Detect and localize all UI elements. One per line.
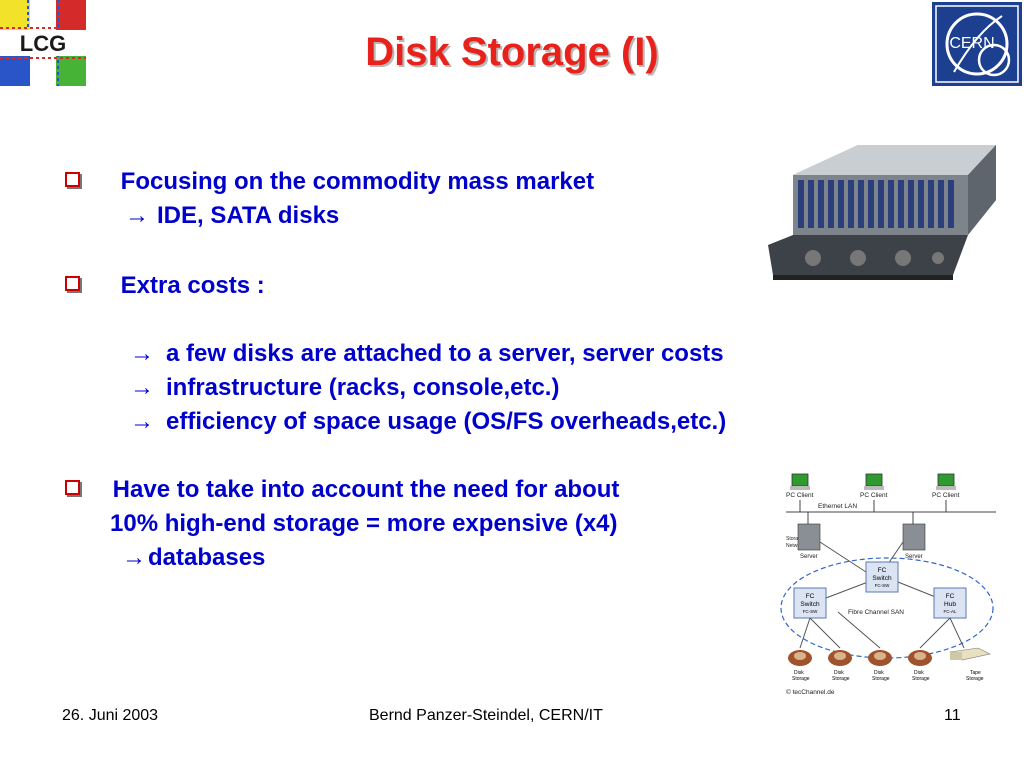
svg-text:Switch: Switch	[800, 601, 820, 608]
svg-text:PC Client: PC Client	[860, 492, 888, 499]
bullet-text: Focusing on the commodity mass market	[120, 168, 595, 195]
disk-storage-icon	[868, 650, 892, 666]
sub-bullet: →a few disks are attached to a server, s…	[130, 340, 724, 367]
checkbox-bullet-icon	[65, 480, 80, 495]
bullet-text: Have to take into account the need for a…	[112, 476, 620, 503]
svg-text:FC: FC	[946, 593, 955, 600]
svg-text:Disk: Disk	[794, 670, 804, 676]
checkbox-bullet-icon	[65, 276, 80, 291]
svg-text:Disk: Disk	[834, 670, 844, 676]
svg-text:Storage: Storage	[872, 676, 890, 682]
svg-text:Switch: Switch	[872, 575, 892, 582]
bullet-3: Have to take into account the need for a…	[65, 476, 619, 504]
disk-storage-icon	[828, 650, 852, 666]
checkbox-bullet-icon	[65, 172, 80, 187]
footer-page-number: 11	[944, 707, 961, 724]
disk-storage-icon	[788, 650, 812, 666]
sub-bullet: →efficiency of space usage (OS/FS overhe…	[130, 408, 727, 435]
arrow-icon: →	[130, 408, 154, 435]
arrow-icon: →	[130, 374, 154, 401]
tape-storage-icon	[949, 647, 991, 661]
sub-bullet: →IDE, SATA disks	[125, 202, 340, 229]
footer-author: Bernd Panzer-Steindel, CERN/IT	[369, 707, 603, 724]
bullet-continuation: 10% high-end storage = more expensive (x…	[110, 510, 618, 537]
svg-text:FC-SW: FC-SW	[875, 583, 890, 588]
disk-server-image	[768, 140, 998, 282]
lcg-logo: LCG	[0, 0, 86, 86]
bullet-1: Focusing on the commodity mass market	[65, 168, 594, 196]
svg-text:Fibre Channel SAN: Fibre Channel SAN	[848, 609, 904, 616]
svg-text:LCG: LCG	[20, 31, 66, 56]
svg-text:PC Client: PC Client	[786, 492, 814, 499]
svg-text:© tecChannel.de: © tecChannel.de	[786, 688, 835, 696]
server-icon	[902, 523, 926, 551]
server-icon	[797, 523, 821, 551]
sub-bullet: →infrastructure (racks, console,etc.)	[130, 374, 560, 401]
svg-text:FC-SW: FC-SW	[803, 609, 818, 614]
sub-bullet: →databases	[122, 544, 266, 571]
pc-client-icon	[790, 473, 810, 490]
svg-text:FC: FC	[806, 593, 815, 600]
footer-date: 26. Juni 2003	[62, 707, 159, 724]
arrow-icon: →	[130, 340, 154, 367]
bullet-2: Extra costs :	[65, 272, 265, 300]
svg-text:Network: Network	[786, 543, 805, 549]
svg-text:Disk: Disk	[914, 670, 924, 676]
svg-text:Storage: Storage	[966, 676, 984, 682]
svg-text:Server: Server	[905, 554, 923, 560]
svg-text:Storage: Storage	[912, 676, 930, 682]
svg-text:FC: FC	[878, 567, 887, 574]
disk-storage-icon	[908, 650, 932, 666]
pc-client-icon	[864, 473, 884, 490]
svg-text:PC Client: PC Client	[932, 492, 960, 499]
svg-text:FC-AL: FC-AL	[943, 609, 956, 614]
cern-logo: CERN	[932, 2, 1022, 86]
svg-text:Storage: Storage	[832, 676, 850, 682]
drive-bays	[798, 180, 954, 228]
fc-hub-box	[933, 587, 967, 619]
fc-switch-box	[865, 561, 899, 593]
svg-text:Server: Server	[800, 554, 818, 560]
svg-text:Tape: Tape	[970, 670, 981, 676]
arrow-icon: →	[125, 202, 149, 229]
pc-client-icon	[936, 473, 956, 490]
svg-text:CERN: CERN	[949, 35, 994, 52]
bullet-text: Extra costs :	[120, 272, 265, 299]
svg-text:Storage: Storage	[792, 676, 810, 682]
slide-title: Disk Storage (I)	[365, 30, 659, 74]
svg-text:Hub: Hub	[944, 601, 956, 608]
san-diagram: PC Client PC Client PC Client Ethernet L…	[778, 472, 1000, 700]
svg-text:Ethernet LAN: Ethernet LAN	[818, 503, 857, 510]
arrow-icon: →	[122, 544, 146, 571]
svg-text:Disk: Disk	[874, 670, 884, 676]
